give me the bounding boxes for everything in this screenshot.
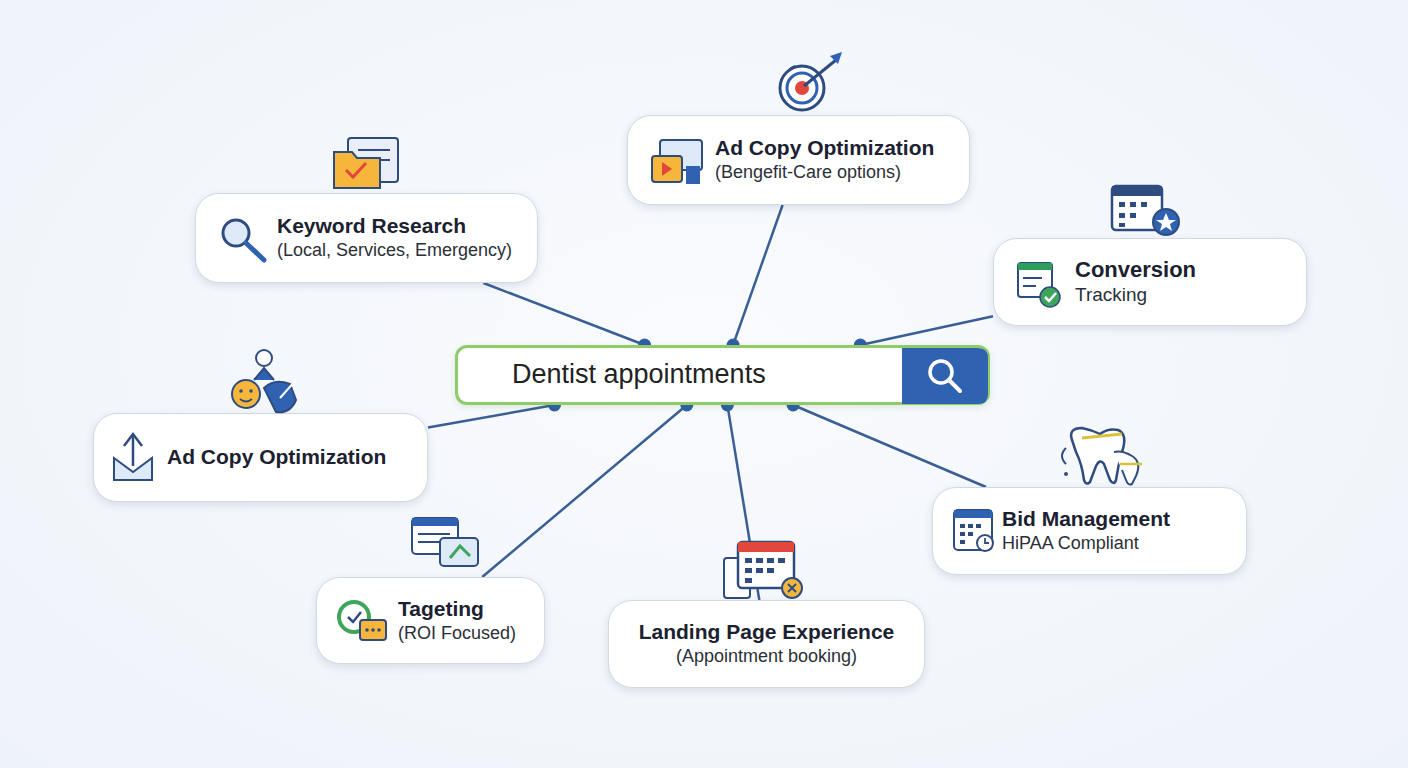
box-heading: Tageting xyxy=(398,596,532,622)
topic-box: Ad Copy Optimization xyxy=(93,413,428,502)
media-icon xyxy=(652,140,702,184)
box-heading: Bid Management xyxy=(1002,506,1234,532)
chart-check-icon xyxy=(1018,263,1060,307)
search-button xyxy=(902,348,988,404)
box-heading: Ad Copy Optimization xyxy=(715,135,957,161)
search-bar: Dentist appointments xyxy=(455,345,990,405)
topic-box: Bid ManagementHiPAA Compliant xyxy=(932,487,1247,575)
target-icon xyxy=(780,52,842,110)
schedule-icon xyxy=(954,510,993,551)
topic-box: Tageting(ROI Focused) xyxy=(316,577,545,664)
cards-icon xyxy=(412,518,478,566)
box-heading: Dentist appointments xyxy=(512,358,891,392)
tooth-icon xyxy=(1062,428,1142,485)
people-icon xyxy=(232,350,296,412)
connector-line xyxy=(727,405,759,600)
booking-calendar-icon xyxy=(724,542,802,598)
box-heading: Conversion xyxy=(1075,256,1294,284)
box-subtext: (Appointment booking) xyxy=(621,645,912,668)
topic-box: ConversionTracking xyxy=(993,238,1307,326)
connector-line xyxy=(483,283,644,345)
box-heading: Landing Page Experience xyxy=(621,619,912,645)
box-heading: Keyword Research xyxy=(277,213,525,239)
connector-line xyxy=(428,405,555,428)
box-subtext: Tracking xyxy=(1075,283,1294,308)
connector-line xyxy=(733,205,782,345)
folder-icon xyxy=(334,138,398,188)
connector-line xyxy=(860,316,993,345)
box-heading: Ad Copy Optimization xyxy=(167,444,415,470)
magnifier-icon xyxy=(223,220,264,260)
envelope-icon xyxy=(114,434,152,480)
box-subtext: HiPAA Compliant xyxy=(1002,532,1234,555)
connector-line xyxy=(793,405,986,487)
topic-box: Keyword Research(Local, Services, Emerge… xyxy=(195,193,538,283)
box-subtext: (Local, Services, Emergency) xyxy=(277,239,525,262)
box-subtext: (ROI Focused) xyxy=(398,622,532,645)
topic-box: Ad Copy Optimization(Bengefit-Care optio… xyxy=(627,115,970,205)
connector-line xyxy=(482,405,687,577)
box-subtext: (Bengefit-Care options) xyxy=(715,161,957,184)
calendar-icon xyxy=(1112,186,1179,235)
topic-box: Landing Page Experience(Appointment book… xyxy=(608,600,925,688)
refresh-icon xyxy=(339,602,386,640)
